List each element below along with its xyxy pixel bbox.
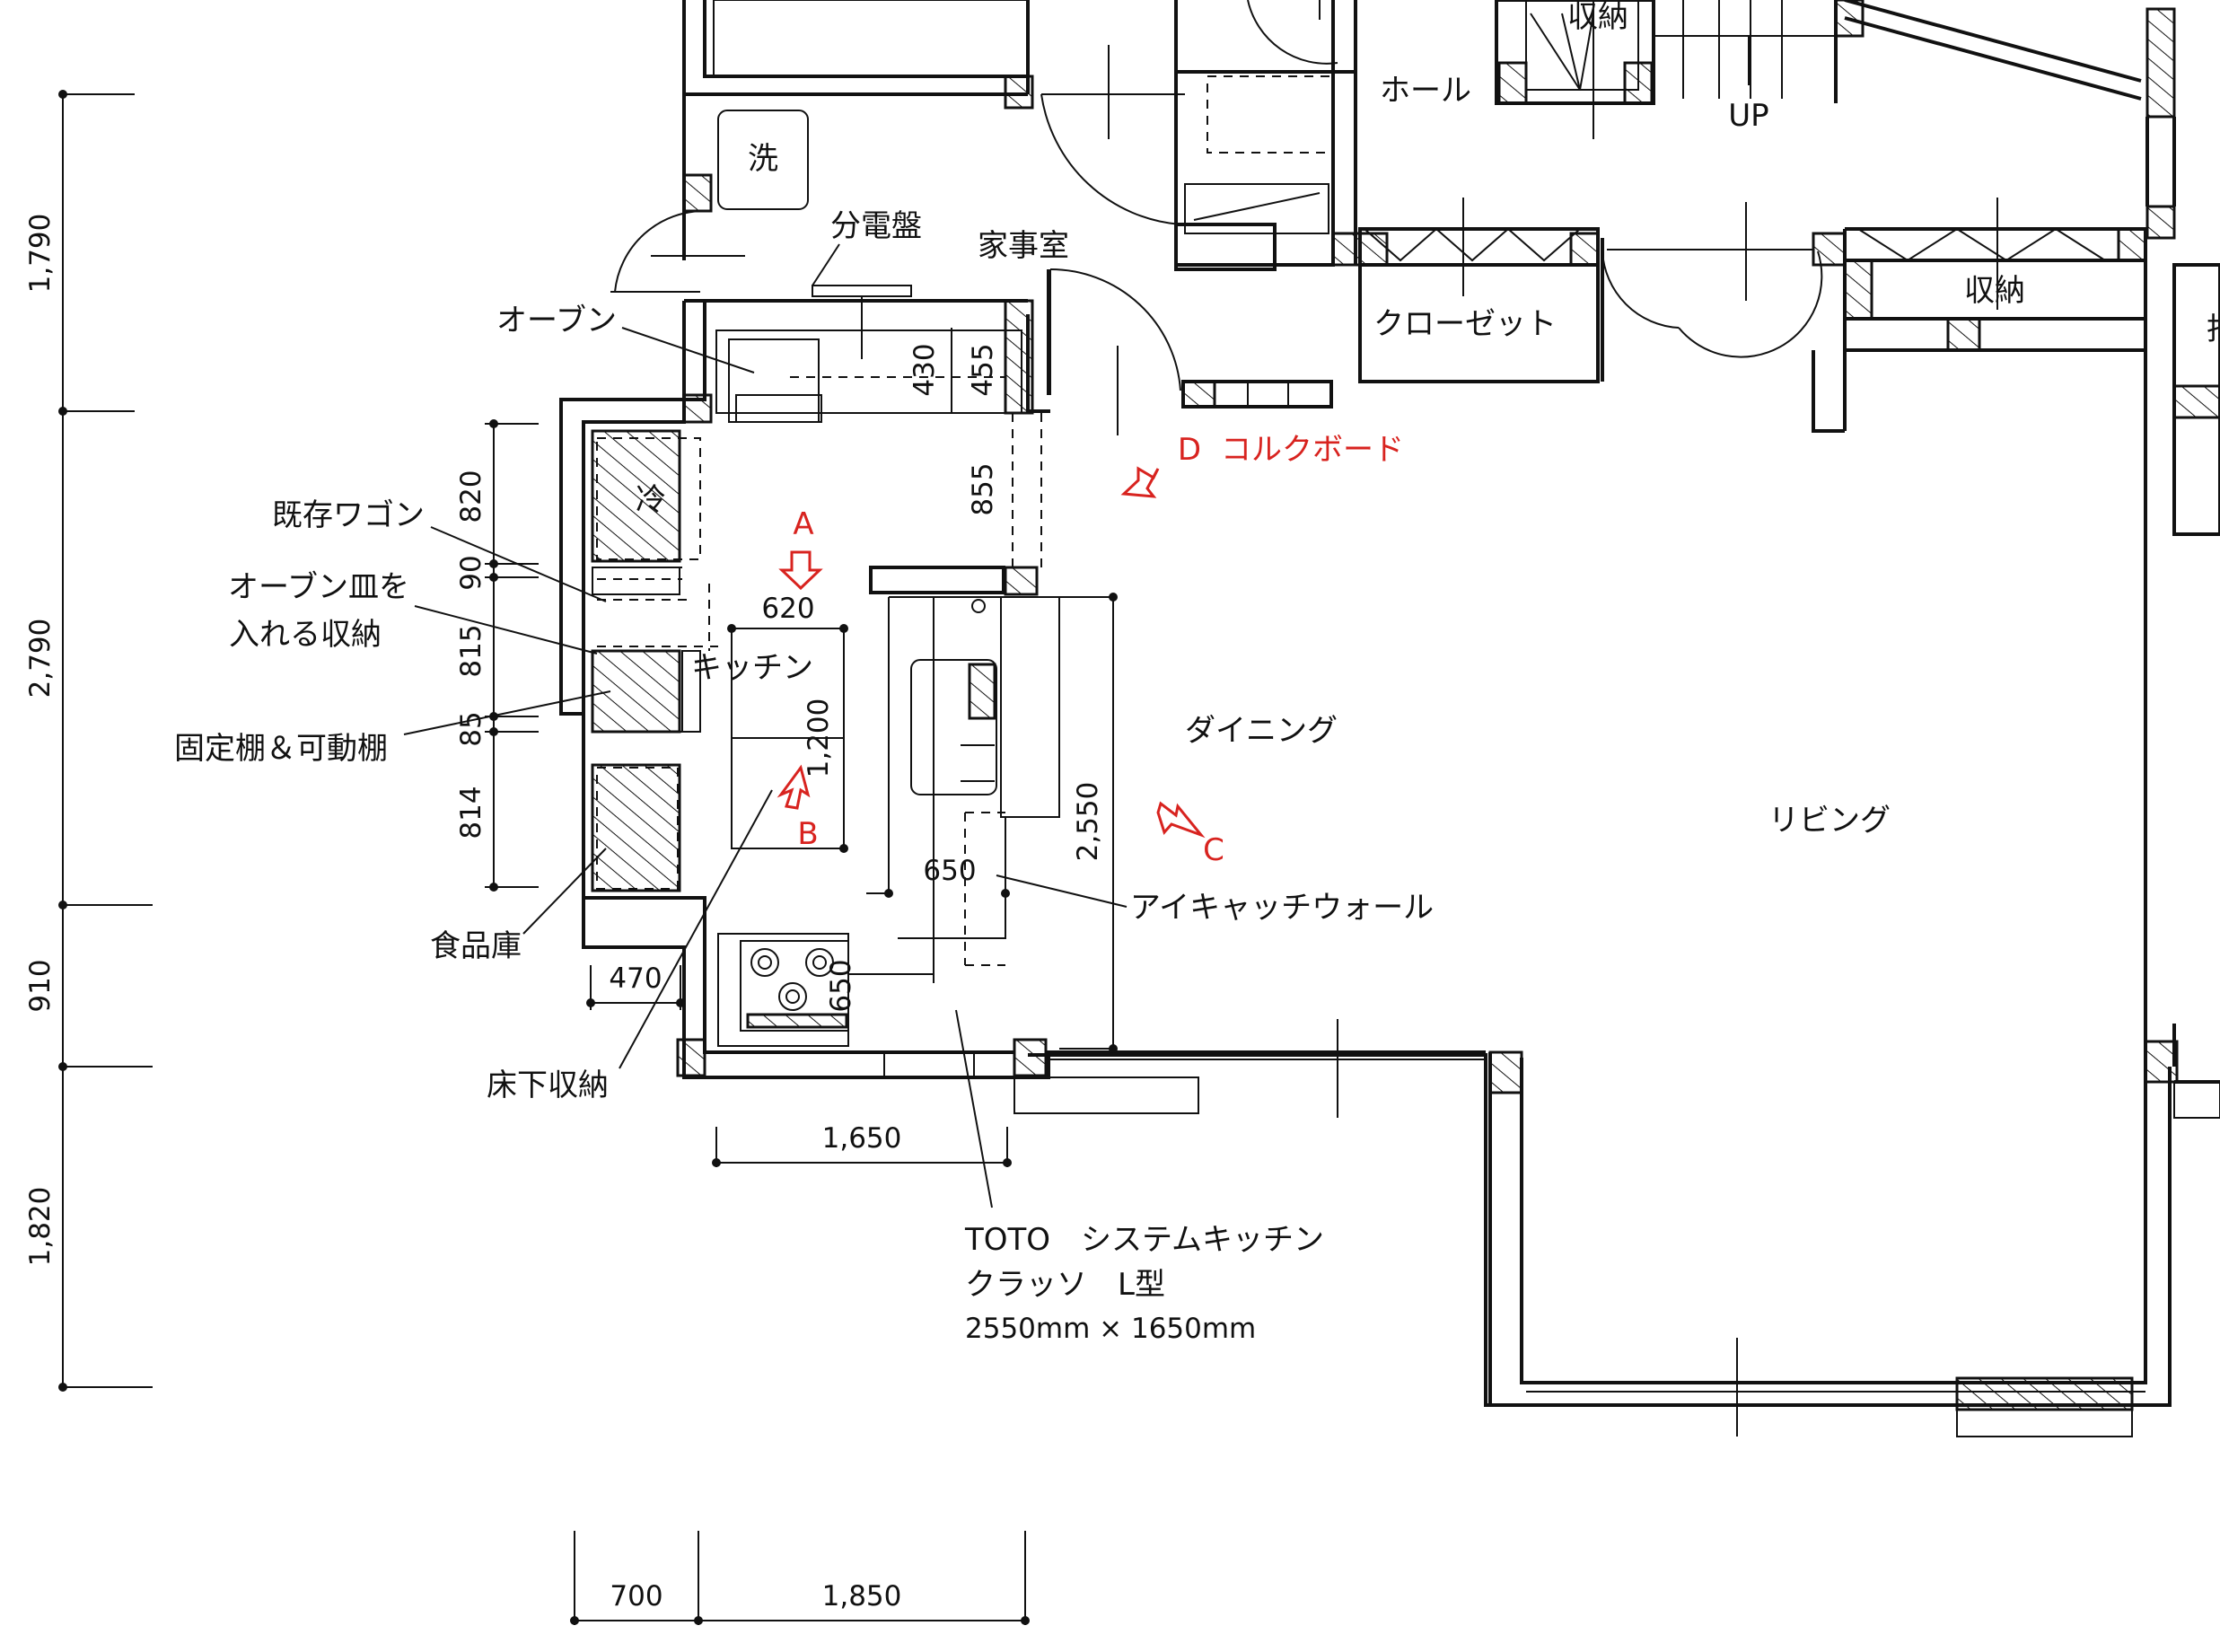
room-closet: クローゼット	[1373, 306, 1557, 342]
dim-815: 815	[455, 624, 487, 677]
upper-rooms: 洗 ホール 収納 UP	[682, 0, 2176, 271]
marker-c: C	[1203, 832, 1224, 868]
cutoff-label-right: 抖	[2207, 312, 2220, 347]
label-wagon: 既存ワゴン	[272, 497, 425, 533]
room-living: リビング	[1768, 803, 1891, 839]
marker-a-arrow	[778, 550, 823, 591]
dim-1790: 1,790	[24, 214, 57, 294]
dim-650b: 650	[825, 959, 857, 1012]
marker-d-arrow	[1120, 466, 1160, 498]
fridge-label: 冷	[636, 482, 666, 518]
middle-band: 分電盤 家事室 クローゼット 収納	[610, 198, 2220, 536]
marker-c-arrow	[1156, 801, 1206, 839]
dim-470: 470	[609, 962, 662, 995]
product-line2: クラッソ L型	[965, 1267, 1165, 1303]
room-utility: 家事室	[978, 228, 1069, 264]
product-line1: TOTO システムキッチン	[964, 1222, 1324, 1258]
label-eye-catch-wall: アイキャッチウォール	[1130, 890, 1434, 926]
dim-90: 90	[455, 555, 487, 590]
stairs-up-label: UP	[1728, 98, 1768, 134]
kitchen-walls	[559, 299, 2220, 1437]
label-shelves: 固定棚＆可動棚	[174, 731, 388, 767]
room-kitchen: キッチン	[691, 650, 813, 686]
callout-labels: オーブン 既存ワゴン オーブン皿を 入れる収納 固定棚＆可動棚 食品庫 床下収納…	[174, 303, 1891, 1345]
marker-d-label: コルクボード	[1221, 432, 1404, 468]
label-pantry: 食品庫	[430, 928, 522, 964]
dim-430: 430	[908, 343, 941, 396]
dim-700: 700	[610, 1580, 662, 1612]
dim-2550: 2,550	[1072, 782, 1104, 862]
dim-910: 910	[24, 959, 57, 1012]
dim-855: 855	[967, 462, 999, 515]
product-line3: 2550mm × 1650mm	[965, 1313, 1256, 1345]
dim-650a: 650	[923, 855, 976, 887]
dim-1820: 1,820	[24, 1187, 57, 1267]
label-tray-storage-line1: オーブン皿を	[228, 569, 409, 605]
dim-814: 814	[455, 786, 487, 839]
left-dimension-chain: 1,790 2,790 910 1,820	[24, 90, 153, 1392]
dim-1650: 1,650	[822, 1122, 902, 1155]
label-oven: オーブン	[496, 303, 617, 338]
room-dining: ダイニング	[1185, 713, 1338, 749]
dim-1850: 1,850	[822, 1580, 902, 1612]
marker-a: A	[793, 506, 813, 542]
marker-b: B	[797, 816, 818, 852]
marker-b-arrow	[777, 764, 811, 810]
room-wash: 洗	[748, 141, 778, 177]
dim-820: 820	[455, 470, 487, 523]
label-underfloor: 床下収納	[487, 1068, 609, 1103]
view-markers: A B C D コルクボード	[777, 432, 1404, 868]
label-tray-storage-line2: 入れる収納	[229, 617, 382, 653]
dim-455: 455	[967, 343, 999, 396]
dim-620: 620	[761, 593, 814, 625]
dim-2790: 2,790	[24, 619, 57, 699]
room-storage-top: 収納	[1567, 0, 1628, 35]
dim-1200: 1,200	[803, 699, 835, 778]
kitchen-interior: 430 455 855 冷 620 1,200 キッチン	[591, 296, 1128, 1053]
room-storage-right: 収納	[1964, 273, 2025, 309]
bottom-dimensions: 470 1,650 700 1,850	[570, 962, 1030, 1625]
marker-d: D	[1178, 432, 1201, 468]
label-panel: 分電盤	[830, 208, 922, 244]
dim-85: 85	[455, 711, 487, 746]
callout-leaders	[403, 327, 993, 1208]
room-hall: ホール	[1380, 73, 1471, 109]
pantry-dimension-chain: 820 90 815 85 814	[455, 419, 539, 892]
